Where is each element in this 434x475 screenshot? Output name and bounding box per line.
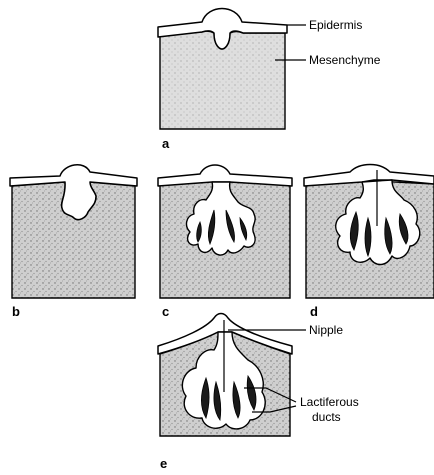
panel-b: b <box>10 165 137 319</box>
panel-a: a <box>158 9 287 152</box>
nipple-label: Nipple <box>309 323 343 337</box>
lactiferous-label-line2: ducts <box>312 410 341 424</box>
panel-letter-d: d <box>310 304 318 319</box>
panel-letter-e: e <box>160 456 167 471</box>
panel-letter-c: c <box>162 304 169 319</box>
panel-letter-b: b <box>12 304 20 319</box>
mesenchyme-label: Mesenchyme <box>309 53 381 67</box>
panel-c: c <box>158 165 292 319</box>
lactiferous-label-line1: Lactiferous <box>300 395 359 409</box>
panel-letter-a: a <box>162 136 170 151</box>
epidermis-label: Epidermis <box>309 18 362 32</box>
panel-d: d <box>304 165 434 320</box>
panel-e: e <box>158 314 292 472</box>
